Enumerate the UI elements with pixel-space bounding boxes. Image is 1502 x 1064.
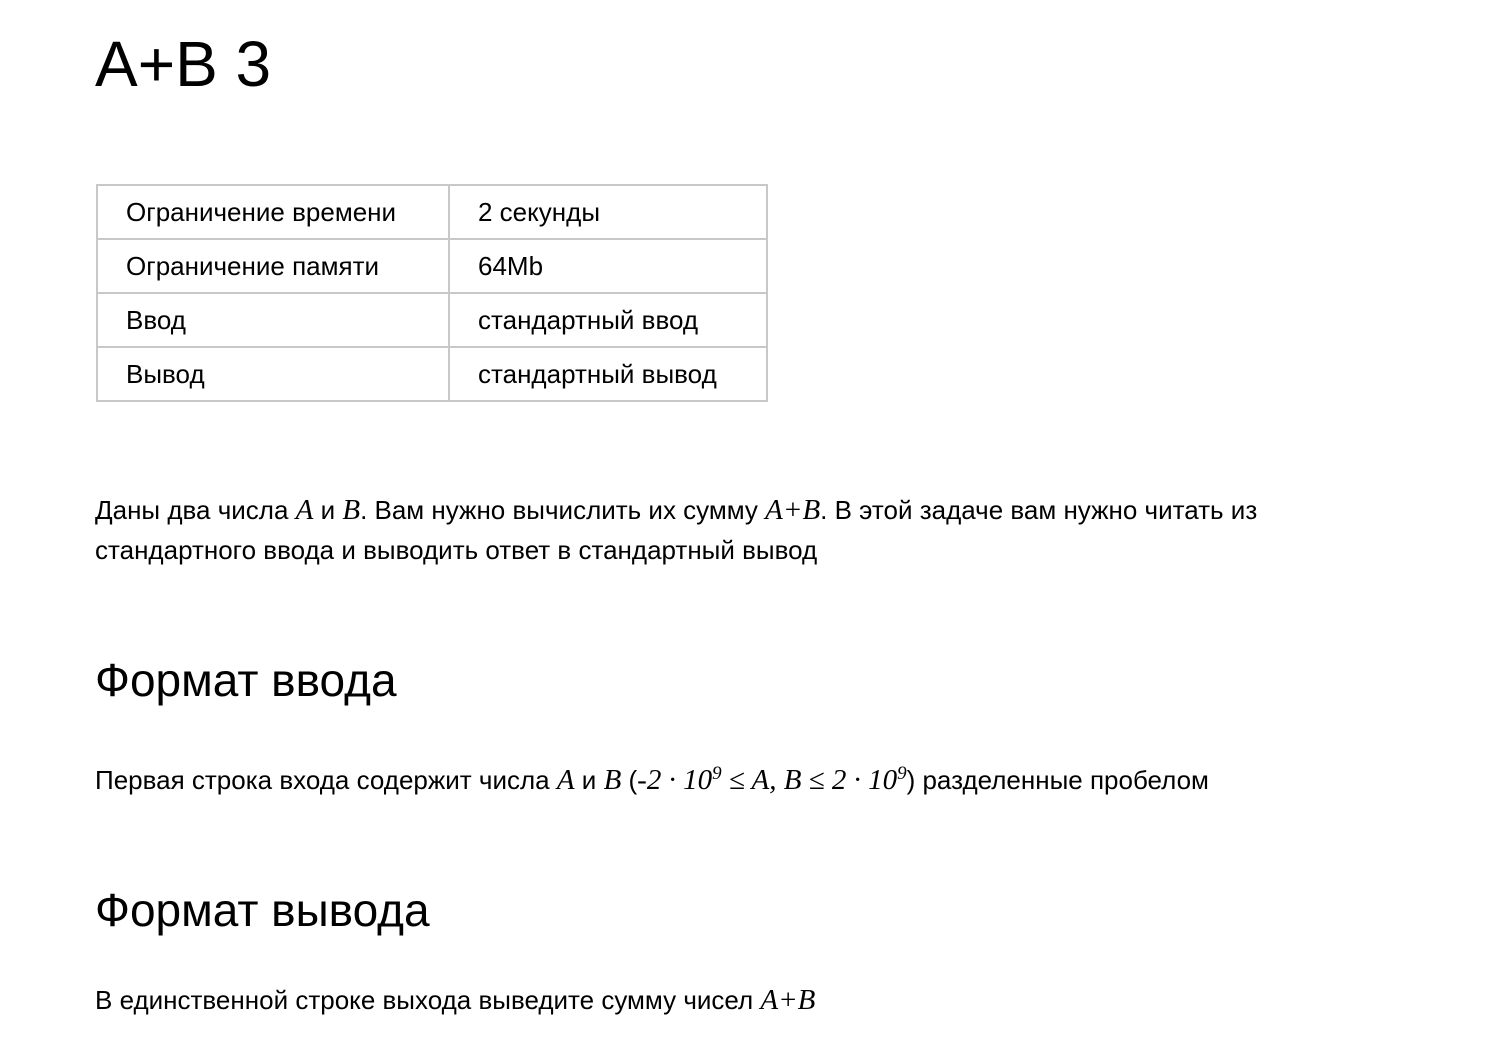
input-text: Первая строка входа содержит числа	[95, 765, 557, 795]
input-text: (	[621, 765, 638, 795]
limit-value-input: стандартный ввод	[448, 292, 768, 348]
math-a: A	[295, 494, 314, 526]
table-row: Вывод стандартный вывод	[96, 346, 768, 402]
output-text: В единственной строке выхода выведите су…	[95, 985, 761, 1015]
math-constraint: -2 · 109 ≤ A, B ≤ 2 · 109	[637, 764, 906, 796]
limits-table: Ограничение времени 2 секунды Ограничени…	[96, 184, 768, 402]
exponent: 9	[712, 763, 722, 784]
math-sum: A+B	[765, 494, 821, 526]
constraint-part: ≤ A, B ≤ 2 · 10	[721, 764, 898, 796]
statement-text: и	[313, 495, 343, 525]
math-b: B	[342, 494, 361, 526]
input-format-heading: Формат ввода	[95, 654, 397, 706]
output-format-heading: Формат вывода	[95, 884, 430, 936]
statement-text: . В этой задаче вам нужно читать из стан…	[95, 495, 1258, 565]
statement-text: Даны два числа	[95, 495, 296, 525]
output-format-text: В единственной строке выхода выведите су…	[95, 980, 815, 1020]
table-row: Ввод стандартный ввод	[96, 292, 768, 348]
limit-value-time: 2 секунды	[448, 184, 768, 240]
statement-text: . Вам нужно вычислить их сумму	[360, 495, 766, 525]
exponent: 9	[897, 763, 907, 784]
table-row: Ограничение памяти 64Mb	[96, 238, 768, 294]
limit-label-time: Ограничение времени	[96, 184, 450, 240]
limit-value-output: стандартный вывод	[448, 346, 768, 402]
limit-label-input: Ввод	[96, 292, 450, 348]
constraint-part: -2 · 10	[637, 764, 713, 796]
math-b: B	[603, 764, 622, 796]
limit-value-memory: 64Mb	[448, 238, 768, 294]
limit-label-output: Вывод	[96, 346, 450, 402]
input-format-text: Первая строка входа содержит числа A и B…	[95, 760, 1209, 800]
input-text: и	[574, 765, 604, 795]
math-sum: A+B	[760, 984, 816, 1016]
table-row: Ограничение времени 2 секунды	[96, 184, 768, 240]
page-title: A+B 3	[95, 28, 272, 100]
math-a: A	[556, 764, 575, 796]
input-text: ) разделенные пробелом	[906, 765, 1209, 795]
limit-label-memory: Ограничение памяти	[96, 238, 450, 294]
problem-statement: Даны два числа A и B. Вам нужно вычислит…	[95, 490, 1385, 570]
